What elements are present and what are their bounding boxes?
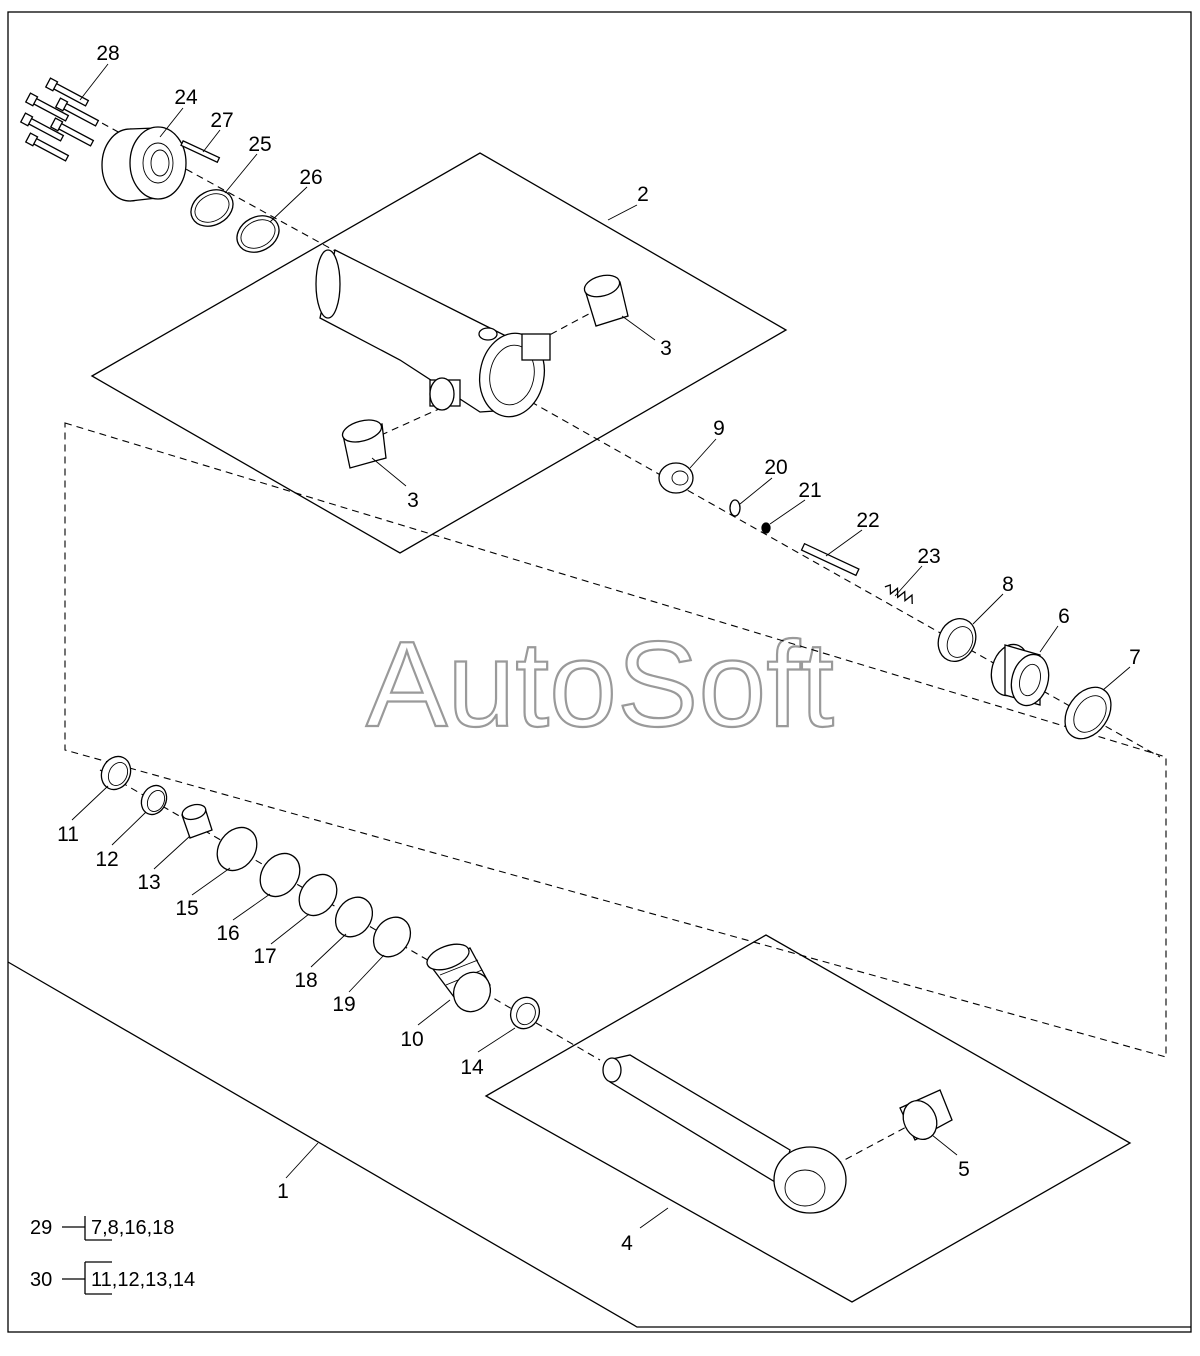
ring-19 [372,916,412,958]
main-axis-line [509,389,1161,758]
callout-22: 22 [856,509,879,532]
ring-17 [298,873,338,917]
callout-14: 14 [460,1056,484,1079]
kit-legend: 29 7,8,16,18 30 11,12,13,14 [30,1216,195,1295]
callout-19: 19 [332,993,355,1016]
ring-15 [216,826,258,872]
seal-11 [100,755,132,791]
tube-group-box [90,152,788,554]
outer-frame [7,11,1192,1333]
bearing-6 [990,643,1050,707]
callout-12: 12 [95,848,118,871]
ring-26 [236,215,280,253]
callout-9: 9 [713,417,725,440]
spring [884,584,913,605]
callout-3-lower: 3 [407,489,419,512]
ring-25 [190,189,234,227]
bolt-set [19,77,100,162]
callout-24: 24 [174,86,198,109]
callout-8: 8 [1002,573,1014,596]
callout-15: 15 [175,897,198,920]
callout-16: 16 [216,922,239,945]
head-pin [180,139,221,164]
kit-30-number: 30 [30,1269,52,1291]
tube-bushing-lower [341,419,387,469]
lock-nut [658,462,694,494]
leader-lines [71,63,1131,1229]
piston-rod [602,1054,847,1214]
callout-7: 7 [1129,646,1141,669]
callout-11: 11 [57,823,79,846]
ring-16 [259,852,301,898]
callout-2: 2 [637,183,649,206]
callout-23: 23 [917,545,940,568]
ring-7 [1064,686,1112,740]
callout-13: 13 [137,871,160,894]
rod-bushing-axis [834,1124,911,1166]
callout-5: 5 [958,1158,970,1181]
callout-18: 18 [294,969,317,992]
rod-group-box [484,934,1132,1303]
callout-20: 20 [764,456,787,479]
callout-27: 27 [210,109,233,132]
steel-ball [761,522,771,534]
callout-4: 4 [621,1232,633,1255]
nut-14 [509,996,541,1030]
callout-25: 25 [248,133,271,156]
bushing-axis-left [369,394,471,441]
rod-assembly-dashed-box [64,422,1167,1058]
kit-29-parts: 7,8,16,18 [91,1217,174,1239]
callout-6: 6 [1058,605,1070,628]
ring-8 [937,618,977,662]
callout-28: 28 [96,42,119,65]
kit-29-number: 29 [30,1217,52,1239]
callout-21: 21 [798,479,821,502]
kit-30-parts: 11,12,13,14 [91,1269,195,1291]
cylinder-head [101,126,187,202]
seal-12 [140,784,168,816]
assembly-boundary-line [7,961,1191,1328]
rod-bushing [899,1089,953,1141]
piston-10 [426,943,492,1013]
callout-26: 26 [299,166,322,189]
small-seal [729,499,741,517]
watermark-text: AutoSoft [366,616,834,752]
cylinder-tube [315,249,551,418]
ring-18 [334,896,374,938]
callout-3-upper: 3 [660,337,672,360]
bushing-13 [181,803,213,839]
callout-17: 17 [253,945,276,968]
callout-1: 1 [277,1180,289,1203]
callout-10: 10 [400,1028,423,1051]
tube-bushing-upper [583,274,629,327]
callout-labels: 28 24 27 25 26 2 3 3 9 20 21 22 23 8 6 7… [57,42,1141,1255]
valve-pin [800,542,860,577]
